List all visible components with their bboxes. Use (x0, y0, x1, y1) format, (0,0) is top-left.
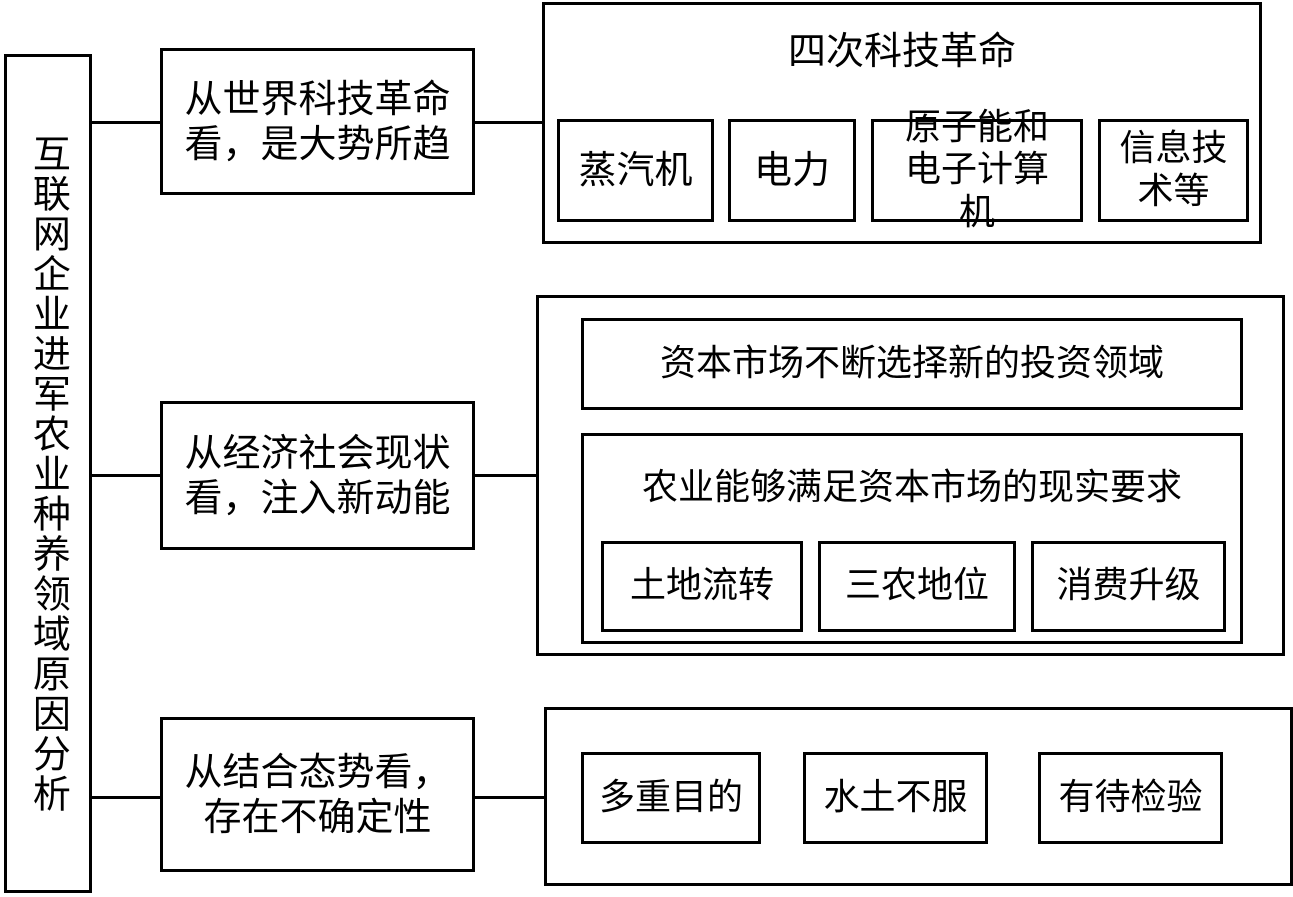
branch-2-line-1: 从经济社会现状 (184, 430, 451, 475)
leaf-to-be-tested (1038, 752, 1223, 844)
root-node (4, 54, 92, 893)
leaf-steam-engine (557, 119, 714, 222)
root-label: 互联网企业进军农业种养领域原因分析 (26, 133, 71, 814)
branch-node-economy-society (160, 401, 475, 550)
leaf-multiple-purposes (581, 752, 761, 844)
leaf-multiple-purposes-label: 多重目的 (598, 776, 743, 818)
leaf-consumption-upgrade (1031, 541, 1226, 632)
group-title-four-revolutions: 四次科技革命 (787, 28, 1016, 73)
connector-root-branch-1 (91, 121, 161, 124)
node-capital-new-fields-label: 资本市场不断选择新的投资领域 (659, 342, 1164, 384)
leaf-information-tech-label: 信息技术等 (1119, 128, 1228, 212)
branch-label-combination-trend: 从结合态势看， 存在不确定性 (160, 717, 475, 872)
leaf-land-transfer-label: 土地流转 (629, 565, 774, 607)
connector-branch-3-group (474, 796, 546, 799)
branch-2-line-2: 看，注入新动能 (184, 475, 451, 520)
branch-label-tech-revolution: 从世界科技革命 看，是大势所趋 (160, 48, 475, 195)
node-capital-new-fields (581, 318, 1243, 410)
branch-1-line-1: 从世界科技革命 (184, 76, 451, 121)
leaf-information-tech (1098, 119, 1249, 222)
branch-node-tech-revolution (160, 48, 475, 195)
connector-root-branch-2 (91, 474, 161, 477)
branch-3-line-1: 从结合态势看， (184, 749, 451, 794)
connector-branch-1-group (474, 121, 544, 124)
leaf-acclimatization-issues-label: 水土不服 (823, 776, 968, 818)
leaf-steam-engine-label: 蒸汽机 (578, 148, 693, 193)
branch-3-line-2: 存在不确定性 (203, 794, 432, 839)
branch-node-combination-trend (160, 717, 475, 872)
connector-root-branch-3 (91, 796, 161, 799)
leaf-consumption-upgrade-label: 消费升级 (1056, 565, 1201, 607)
leaf-atomic-computer-label: 原子能和电子计算机 (904, 106, 1049, 233)
leaf-electricity-label: 电力 (753, 148, 830, 193)
leaf-sannong-status-label: 三农地位 (844, 565, 989, 607)
connector-branch-2-group (474, 474, 538, 477)
leaf-acclimatization-issues (803, 752, 988, 844)
node-agriculture-requirements-title: 农业能够满足资本市场的现实要求 (641, 466, 1182, 508)
leaf-to-be-tested-label: 有待检验 (1058, 776, 1203, 818)
branch-label-economy-society: 从经济社会现状 看，注入新动能 (160, 401, 475, 550)
leaf-land-transfer (601, 541, 803, 632)
branch-1-line-2: 看，是大势所趋 (184, 121, 451, 166)
leaf-sannong-status (818, 541, 1016, 632)
leaf-electricity (728, 119, 856, 222)
leaf-atomic-computer (871, 119, 1083, 222)
